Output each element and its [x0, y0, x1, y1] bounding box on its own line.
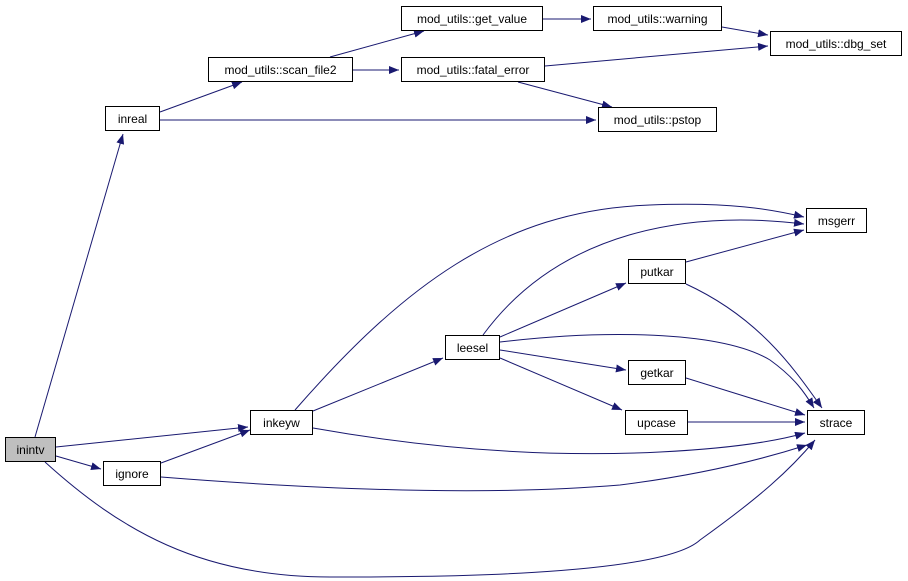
node-putkar[interactable]: putkar: [628, 259, 686, 284]
node-label: msgerr: [817, 213, 856, 228]
node-mod-utils-scan-file2[interactable]: mod_utils::scan_file2: [208, 57, 353, 82]
node-label: inkeyw: [263, 415, 300, 430]
edge-inintv-to-inreal: [34, 133, 125, 438]
edge-inintv-to-strace: [44, 439, 816, 578]
node-inreal[interactable]: inreal: [105, 106, 160, 131]
edge-warning-to-dbg-set: [721, 26, 769, 38]
node-label: inreal: [117, 111, 148, 126]
node-inkeyw[interactable]: inkeyw: [250, 410, 313, 435]
edge-ignore-to-inkeyw: [160, 429, 251, 464]
node-label: mod_utils::dbg_set: [785, 36, 887, 51]
edge-inkeyw-to-leesel: [312, 357, 444, 412]
node-mod-utils-dbg-set[interactable]: mod_utils::dbg_set: [770, 31, 902, 56]
node-leesel[interactable]: leesel: [445, 335, 500, 360]
node-label: mod_utils::fatal_error: [416, 62, 530, 77]
node-label: putkar: [640, 264, 674, 279]
edge-fatal-error-to-pstop: [517, 81, 613, 109]
node-inintv[interactable]: inintv: [5, 437, 56, 462]
node-strace[interactable]: strace: [807, 410, 865, 435]
edge-leesel-to-getkar: [499, 349, 627, 373]
node-mod-utils-warning[interactable]: mod_utils::warning: [593, 6, 722, 31]
node-ignore[interactable]: ignore: [103, 461, 161, 486]
edge-leesel-to-strace: [499, 334, 815, 409]
node-label: getkar: [640, 365, 674, 380]
node-label: ignore: [115, 466, 149, 481]
edge-inkeyw-to-msgerr: [294, 203, 805, 411]
node-label: leesel: [456, 340, 489, 355]
edge-leesel-to-msgerr: [482, 218, 805, 336]
edge-inintv-to-inkeyw: [55, 424, 249, 448]
node-mod-utils-get-value[interactable]: mod_utils::get_value: [401, 6, 543, 31]
edge-inkeyw-to-strace: [312, 427, 806, 455]
edge-leesel-to-upcase: [499, 357, 623, 411]
edge-inreal-to-scan-file2: [159, 81, 243, 113]
edge-leesel-to-putkar: [499, 282, 627, 338]
node-mod-utils-pstop[interactable]: mod_utils::pstop: [598, 107, 717, 132]
edge-fatal-error-to-dbg-set: [544, 42, 769, 67]
node-upcase[interactable]: upcase: [625, 410, 688, 435]
node-label: upcase: [637, 415, 676, 430]
node-msgerr[interactable]: msgerr: [806, 208, 867, 233]
node-label: mod_utils::get_value: [416, 11, 528, 26]
node-label: mod_utils::pstop: [613, 112, 702, 127]
node-label: inintv: [16, 442, 45, 457]
node-mod-utils-fatal-error[interactable]: mod_utils::fatal_error: [401, 57, 545, 82]
edge-putkar-to-strace: [685, 283, 823, 409]
edge-inintv-to-ignore: [55, 455, 102, 471]
edge-scan-file2-to-get-value: [329, 29, 425, 58]
node-label: strace: [819, 415, 853, 430]
node-getkar[interactable]: getkar: [628, 360, 686, 385]
node-label: mod_utils::scan_file2: [224, 62, 337, 77]
edge-putkar-to-msgerr: [685, 228, 805, 263]
edge-getkar-to-strace: [685, 377, 806, 416]
edge-ignore-to-strace: [160, 444, 808, 492]
node-label: mod_utils::warning: [607, 11, 708, 26]
